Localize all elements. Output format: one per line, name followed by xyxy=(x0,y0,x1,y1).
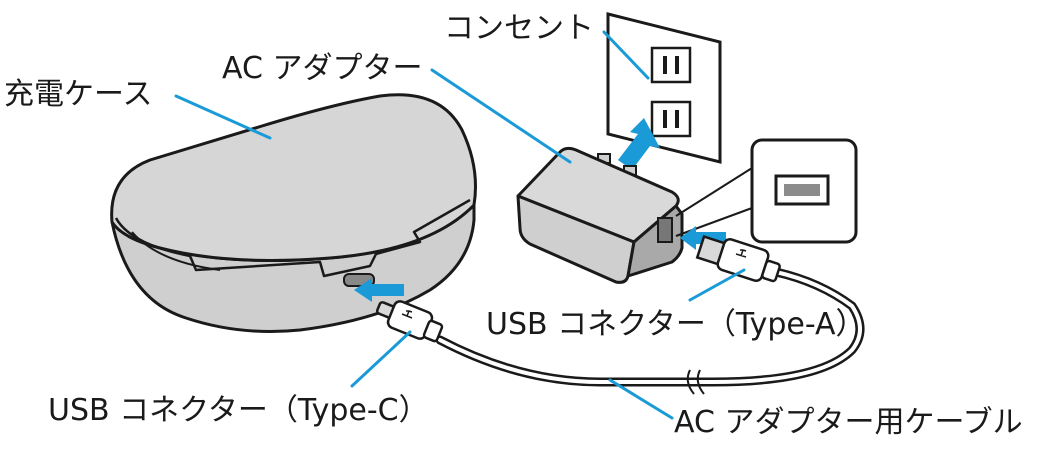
label-usb-type-c: USB コネクター（Type-C） xyxy=(48,393,429,428)
outlet-socket-lower xyxy=(650,100,692,138)
usb-port-zoom xyxy=(675,138,858,244)
plug-in-arrow-outlet xyxy=(618,118,660,170)
label-ac-adapter: AC アダプター xyxy=(222,51,422,86)
leader-line-outlet xyxy=(602,30,650,80)
charging-case xyxy=(110,93,477,333)
leader-line-cable xyxy=(608,378,674,420)
wall-outlet xyxy=(606,12,722,164)
usb-type-a-connector xyxy=(695,234,781,283)
label-adapter-cable: AC アダプター用ケーブル xyxy=(674,405,1023,440)
outlet-socket-upper xyxy=(650,46,692,84)
leader-line-type-a xyxy=(688,268,746,302)
label-charging-case: 充電ケース xyxy=(4,77,153,112)
ac-adapter xyxy=(516,146,684,284)
label-outlet: コンセント xyxy=(444,11,594,46)
usb-type-c-connector xyxy=(375,300,444,343)
adapter-cable xyxy=(375,234,865,395)
plug-in-arrow-case xyxy=(354,278,404,302)
leader-line-charging-case xyxy=(174,94,272,140)
label-usb-type-a: USB コネクター（Type-A） xyxy=(486,307,866,342)
leader-line-type-c xyxy=(350,330,412,388)
leader-line-ac-adapter xyxy=(430,68,572,164)
